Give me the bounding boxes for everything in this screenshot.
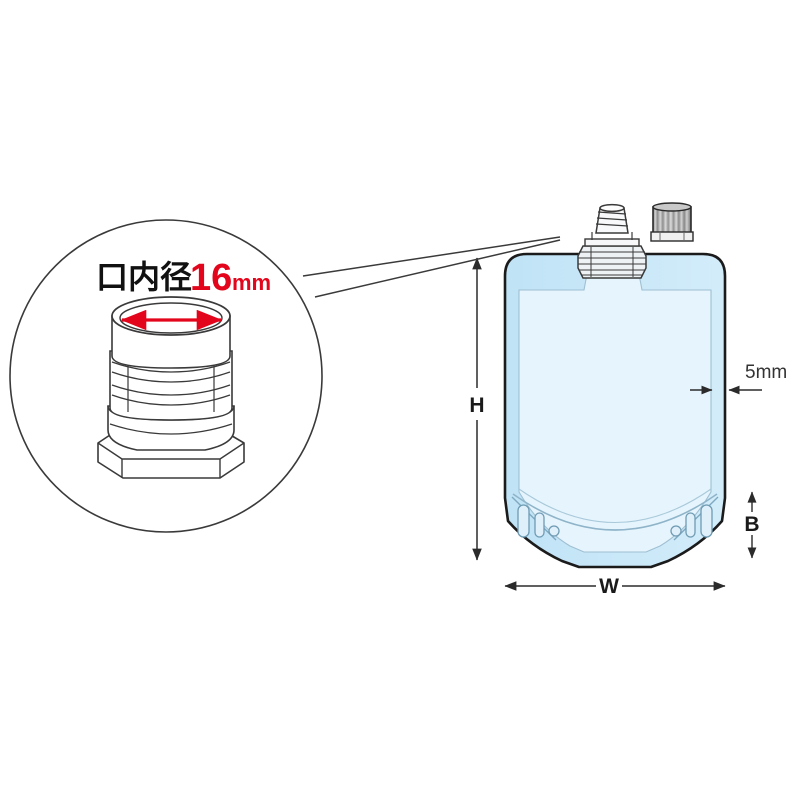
screw-cap [650,202,694,242]
dimension-side-seal-label: 5mm [745,362,787,383]
spout-weld-base [577,245,647,279]
dimension-width: W [504,575,726,598]
pouch-illustration [503,202,727,569]
pouch-inner-panel [518,273,712,553]
dimension-bottom-gusset: B [744,491,760,559]
dimension-height-label: H [469,394,484,417]
dimension-b-label: B [744,513,759,536]
callout-label-value: 16 [190,257,232,299]
dimension-height: H [469,257,485,561]
callout-label-unit: mm [232,270,271,295]
callout-leader-lines [302,236,561,298]
magnified-spout [97,296,245,479]
spout-neck [595,203,629,234]
callout-leader-upper [302,236,561,277]
callout-label-jp: 口内径 [96,258,192,296]
gusset-corner-slots-right [670,504,713,538]
dimension-side-seal: 5mm [690,362,787,395]
gusset-fold-line [512,493,718,531]
dimension-width-label: W [599,575,619,598]
spout-flange [584,232,640,247]
gusset-corner-slots-left [517,504,560,538]
callout-label: 口内径 16 mm [96,257,271,299]
callout-leader-lower [314,239,561,298]
gusset-fold-line-inner [518,488,712,523]
